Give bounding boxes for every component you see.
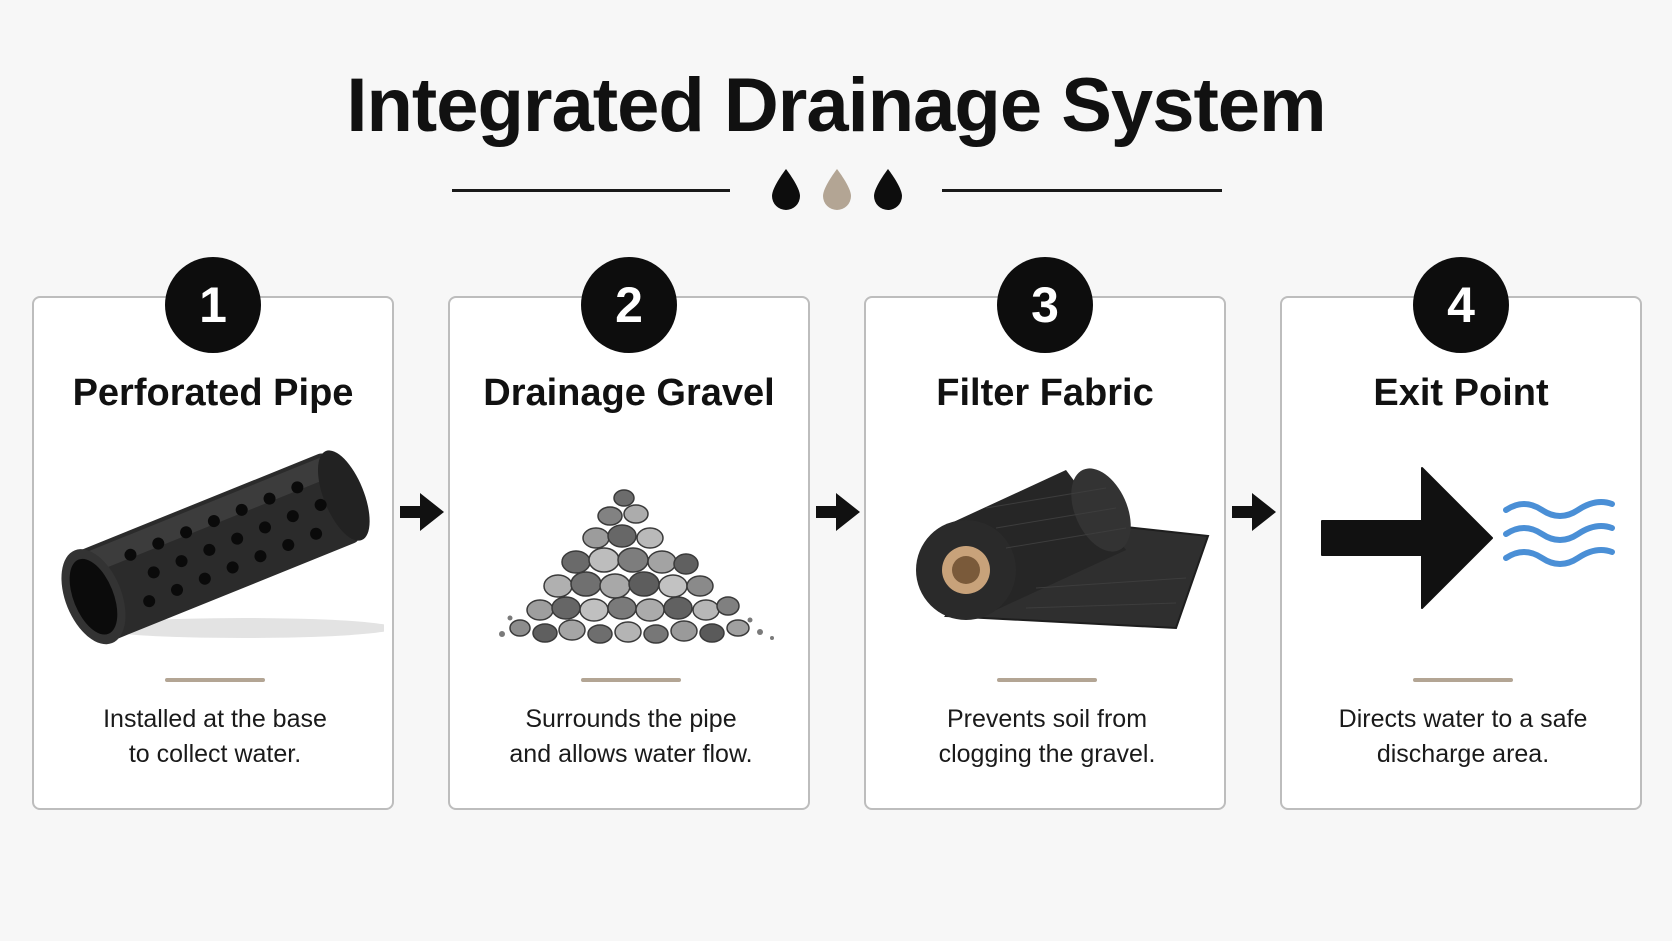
accent-line: [997, 678, 1097, 682]
next-arrow-icon: [400, 493, 444, 531]
drop-icon: [823, 169, 851, 210]
step-description: Installed at the base to collect water.: [103, 705, 327, 768]
next-arrow-icon: [1232, 493, 1276, 531]
accent-line: [165, 678, 265, 682]
next-arrow-icon: [816, 493, 860, 531]
page-title: Integrated Drainage System: [346, 63, 1326, 148]
exit-arrow-water-icon: [1321, 467, 1615, 609]
step-card-2: Drainage Gravel: [448, 296, 810, 810]
accent-line: [1413, 678, 1513, 682]
title-divider-right: [942, 189, 1222, 192]
title-divider-left: [452, 189, 730, 192]
step-card-1: Perforated Pipe Installed at the base to…: [32, 296, 394, 810]
step-number-badge-2: 2: [581, 257, 677, 353]
exit-arrow-icon: [1321, 467, 1493, 609]
step-title: Filter Fabric: [936, 372, 1154, 414]
step-title: Exit Point: [1373, 372, 1549, 414]
step-card-4: Exit Point Directs water to a safe disch…: [1280, 296, 1642, 810]
gravel-pile-icon: [499, 489, 774, 644]
step-description: Surrounds the pipe and allows water flow…: [509, 705, 753, 768]
step-description: Directs water to a safe discharge area.: [1338, 705, 1588, 768]
step-title: Drainage Gravel: [483, 372, 775, 414]
step-number-badge-3: 3: [997, 257, 1093, 353]
step-card-3: Filter Fabric Prevents soil from cloggin…: [864, 296, 1226, 810]
accent-line: [581, 678, 681, 682]
step-number-badge-1: 1: [165, 257, 261, 353]
drop-icon: [772, 169, 800, 210]
water-waves-icon: [1503, 499, 1615, 567]
perforated-pipe-icon: [61, 450, 384, 645]
fabric-roll-icon: [916, 468, 1210, 630]
water-drops-icon: [772, 169, 902, 210]
step-title: Perforated Pipe: [72, 372, 354, 414]
step-description: Prevents soil from clogging the gravel.: [938, 705, 1156, 768]
drop-icon: [874, 169, 902, 210]
step-number-badge-4: 4: [1413, 257, 1509, 353]
